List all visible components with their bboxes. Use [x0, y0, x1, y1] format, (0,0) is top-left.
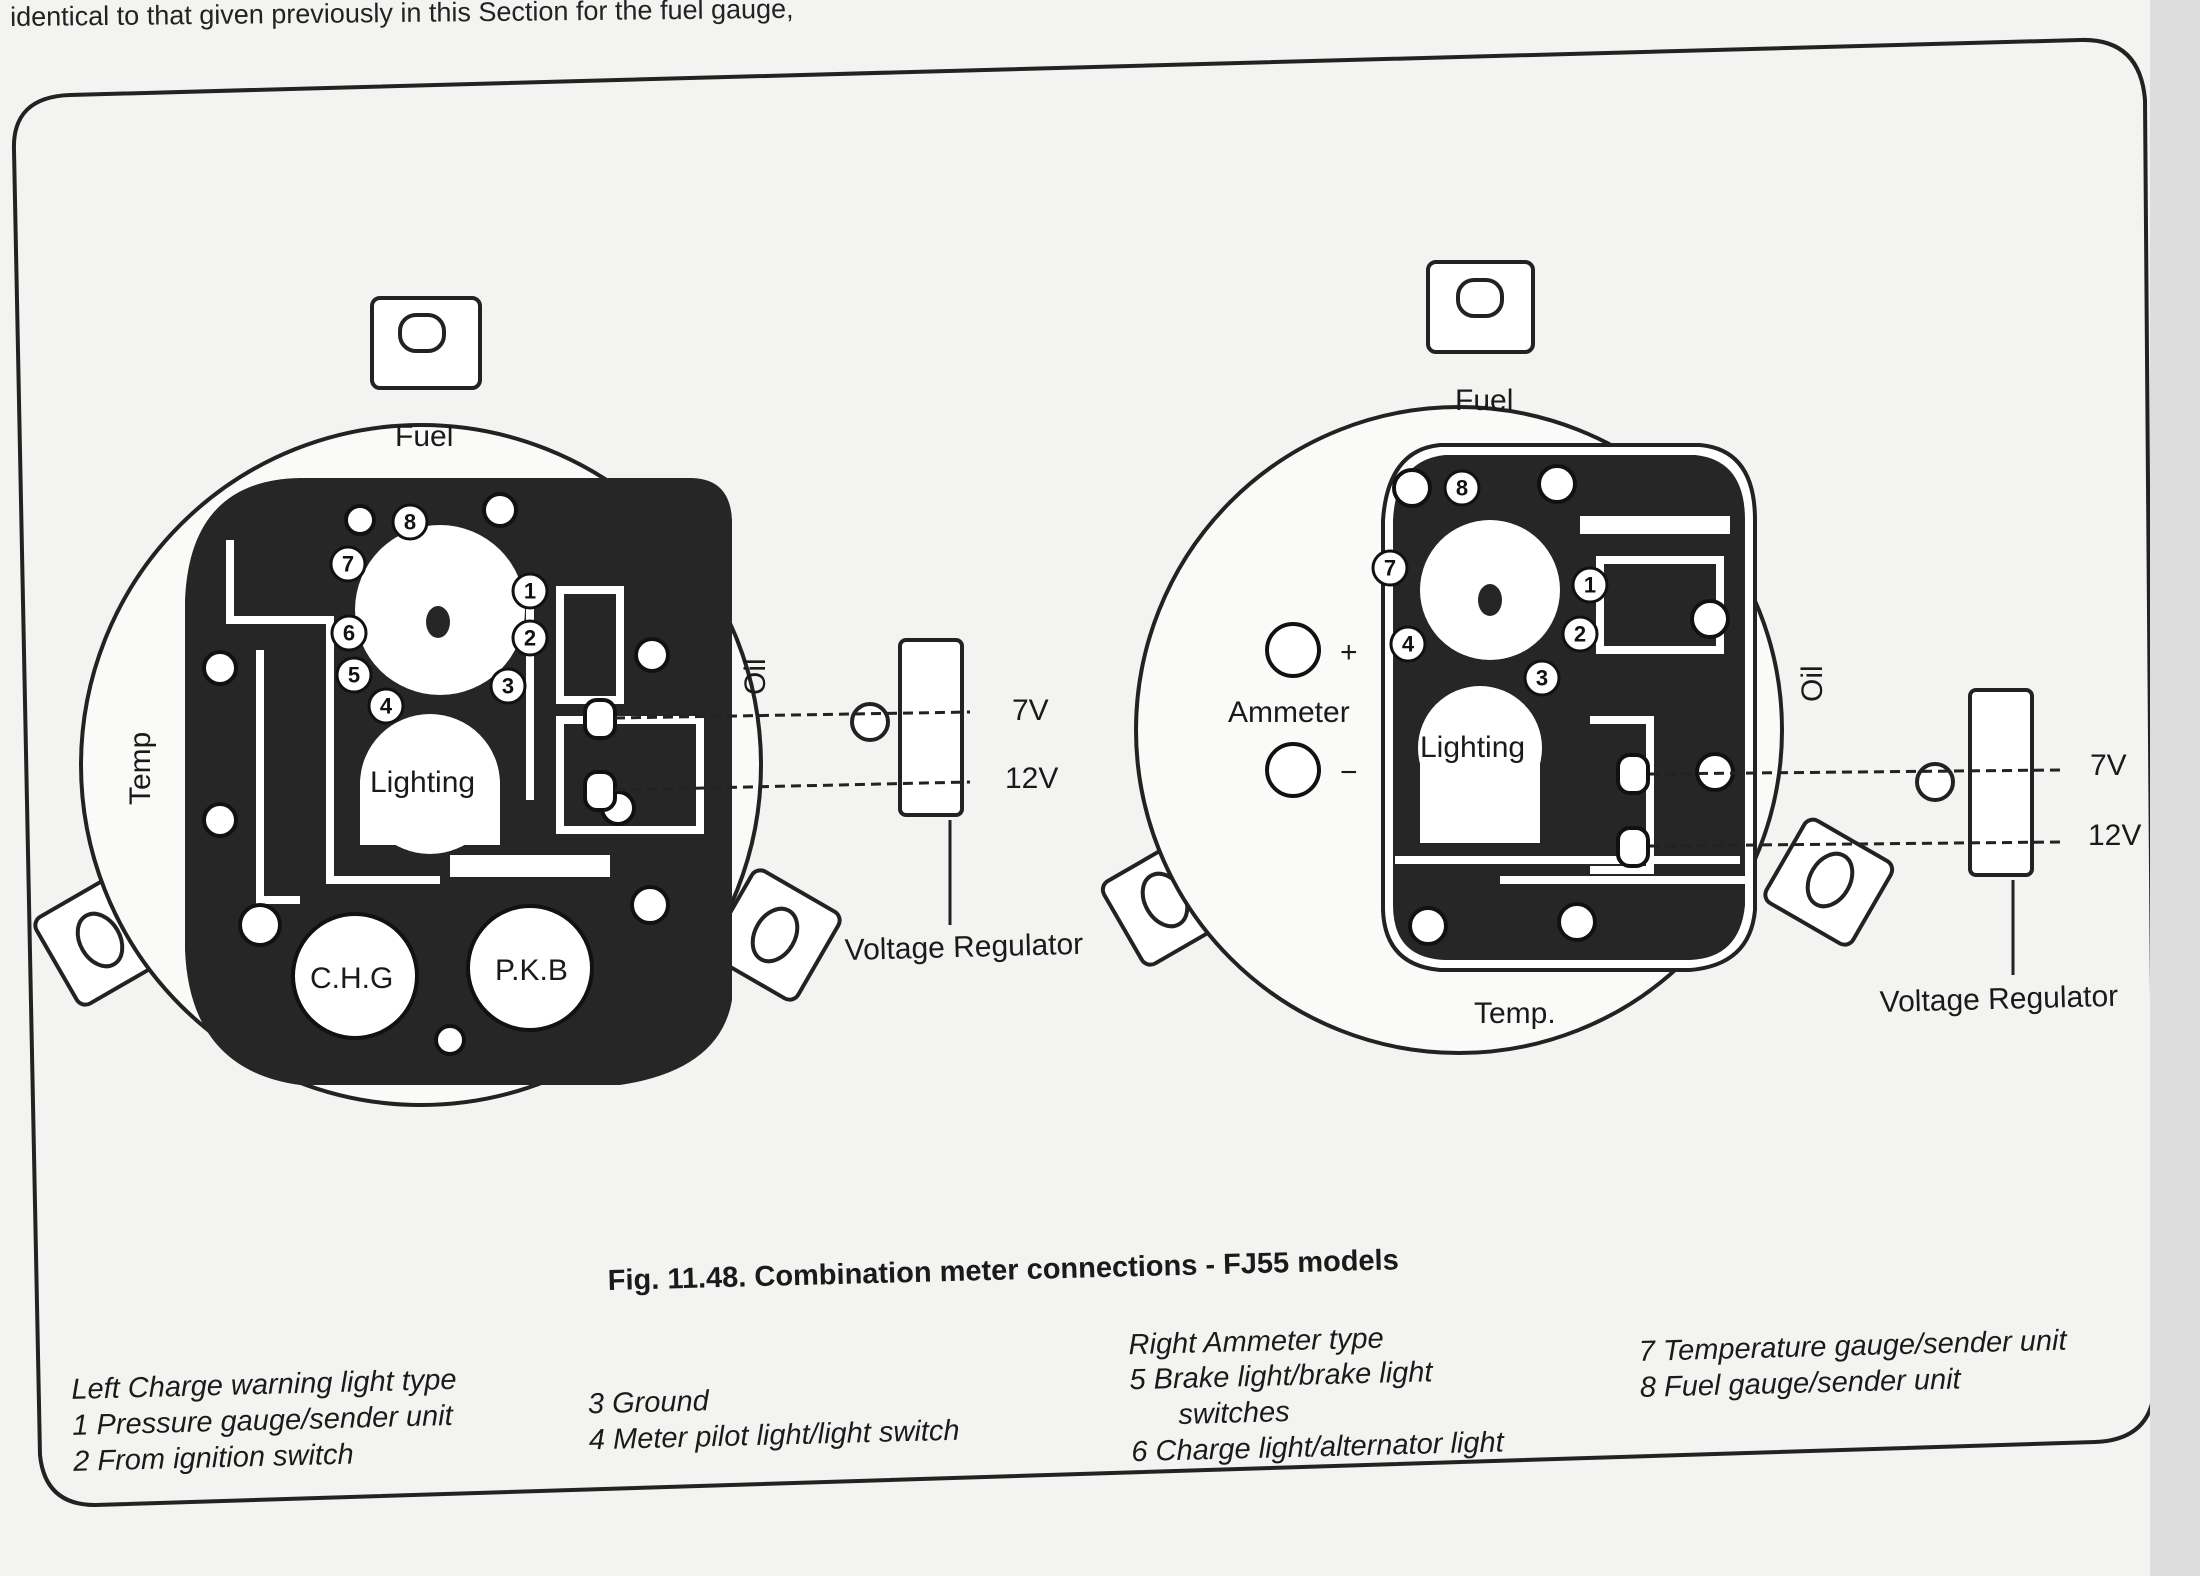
terminal-8: 8	[404, 510, 416, 535]
label-temp: Temp	[124, 732, 157, 805]
page-edge-shadow	[2150, 0, 2200, 1576]
terminal-7: 7	[1384, 556, 1396, 581]
legend-item-2: 2 From ignition switch	[72, 1439, 354, 1478]
terminal-markers: 1 2 3 4 7 8	[1371, 469, 1609, 697]
terminal-1: 1	[524, 579, 536, 604]
terminal-markers: 1 2 3 4 5 6 7 8	[329, 503, 549, 725]
terminal-8: 8	[1456, 476, 1468, 501]
label-voltage-regulator: Voltage Regulator	[1879, 980, 2118, 1019]
terminal-1: 1	[1584, 573, 1596, 598]
terminal-3: 3	[1536, 666, 1548, 691]
label-lighting: Lighting	[1420, 731, 1525, 764]
voltage-regulator	[898, 638, 964, 817]
label-fuel: Fuel	[395, 420, 453, 453]
label-12v: 12V	[1005, 762, 1058, 795]
label-minus: −	[1340, 756, 1358, 789]
legend-item-5-cont: switches	[1178, 1396, 1290, 1431]
figure-frame	[11, 37, 2158, 1508]
right-meter: 1 2 3 4 7 8 Fuel + − Ammeter Lighting Oi…	[1100, 260, 2141, 1055]
label-oil: Oil	[739, 658, 772, 695]
legend-right-title: Right Ammeter type	[1128, 1323, 1384, 1362]
label-temp: Temp.	[1474, 997, 1556, 1030]
terminal-6: 6	[343, 621, 355, 646]
terminal-4: 4	[380, 694, 393, 719]
legend-item-1: 1 Pressure gauge/sender unit	[72, 1400, 455, 1442]
terminal-7: 7	[342, 552, 354, 577]
label-lighting: Lighting	[370, 766, 475, 799]
voltage-regulator	[1968, 688, 2034, 877]
legend-item-5: 5 Brake light/brake light	[1129, 1356, 1435, 1396]
label-chg: C.H.G	[310, 962, 393, 995]
label-plus: +	[1340, 636, 1358, 669]
terminal-3: 3	[502, 674, 514, 699]
figure-caption: Fig. 11.48. Combination meter connection…	[607, 1244, 1399, 1297]
legend-item-8: 8 Fuel gauge/sender unit	[1639, 1363, 1963, 1403]
label-voltage-regulator: Voltage Regulator	[844, 928, 1083, 967]
label-fuel: Fuel	[1455, 384, 1513, 417]
label-oil: Oil	[1796, 665, 1829, 702]
label-7v: 7V	[1012, 694, 1049, 727]
left-meter: 1 2 3 4 5 6 7 8 Fuel Temp Oil Lighting C…	[33, 296, 1084, 1107]
ammeter-terminal-minus	[1265, 742, 1321, 798]
label-7v: 7V	[2090, 749, 2127, 782]
label-12v: 12V	[2088, 819, 2141, 852]
label-pkb: P.K.B	[495, 954, 568, 987]
terminal-5: 5	[348, 663, 360, 688]
terminal-2: 2	[1574, 622, 1586, 647]
terminal-2: 2	[524, 626, 536, 651]
legend-item-7: 7 Temperature gauge/sender unit	[1639, 1325, 2069, 1368]
legend: Left Charge warning light type 1 Pressur…	[71, 1323, 2069, 1478]
legend-item-3: 3 Ground	[588, 1385, 711, 1420]
legend-item-4: 4 Meter pilot light/light switch	[588, 1415, 959, 1457]
terminal-4: 4	[1402, 632, 1415, 657]
legend-left-title: Left Charge warning light type	[71, 1364, 457, 1406]
label-ammeter: Ammeter	[1228, 696, 1350, 729]
ammeter-terminal-plus	[1265, 622, 1321, 678]
